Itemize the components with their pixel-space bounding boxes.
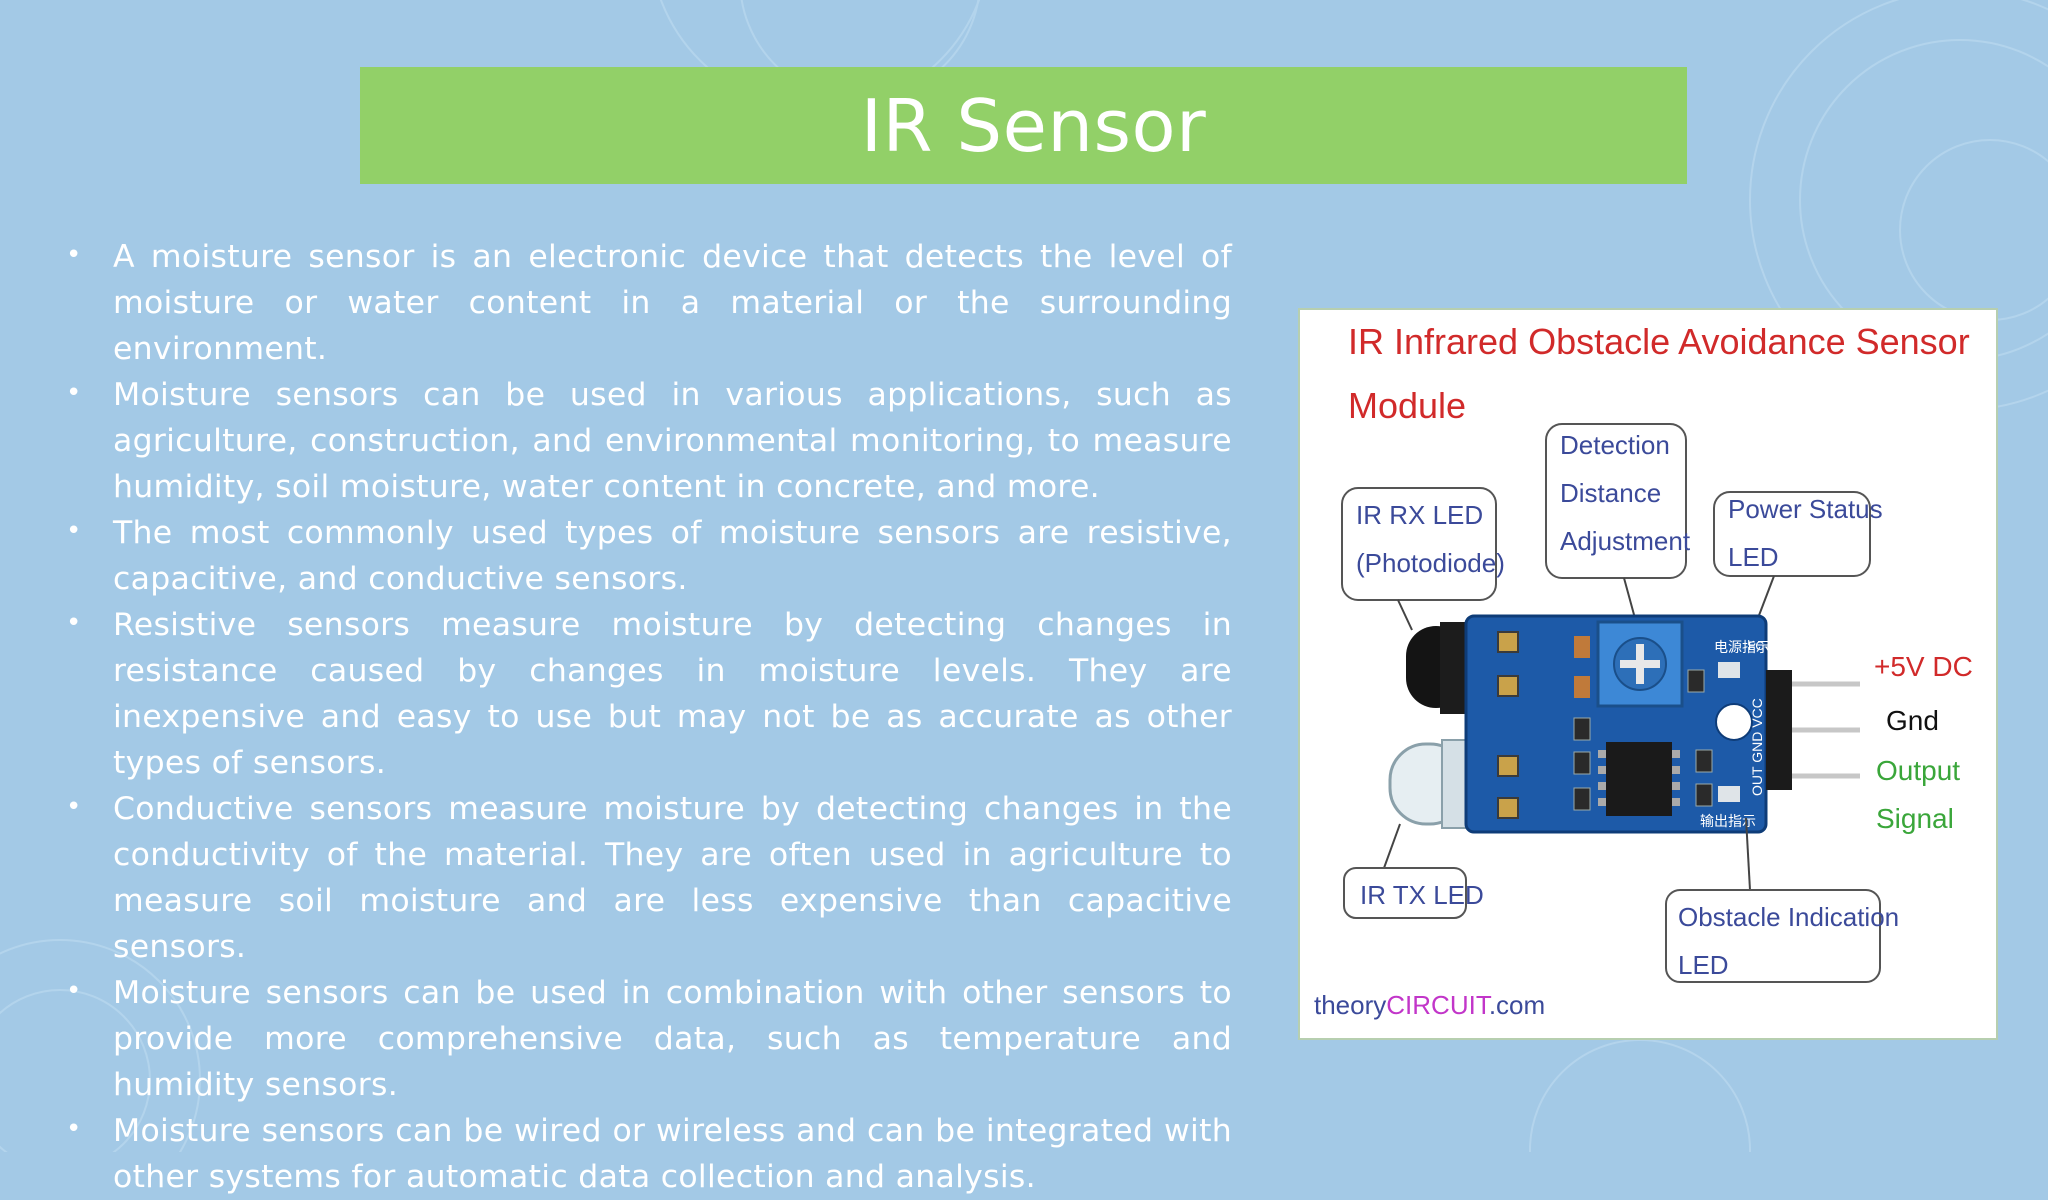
watermark-suffix: .com <box>1489 990 1545 1020</box>
callout-detection-line2: Distance <box>1560 478 1661 508</box>
bullet-item: • A moisture sensor is an electronic devi… <box>62 234 1232 372</box>
leader-line <box>1397 599 1413 631</box>
callout-box-obstacle <box>1665 889 1881 983</box>
callout-rx-led-line1: IR RX LED <box>1356 500 1483 530</box>
silk-top-chinese: 电源指示 <box>1714 639 1770 655</box>
callout-detection-line1: Detection <box>1560 430 1670 460</box>
pin-header <box>1766 670 1792 790</box>
silk-model: FC-51 <box>1748 639 1782 653</box>
callout-box-detection <box>1545 423 1687 579</box>
bullet-item: • Moisture sensors can be used in combina… <box>62 970 1232 1108</box>
bullet-text: The most commonly used types of moisture… <box>113 515 1232 597</box>
bullet-icon: • <box>66 240 82 270</box>
bullet-item: • Moisture sensors can be wired or wirele… <box>62 1108 1232 1200</box>
diagram-heading-line2: Module <box>1348 385 1466 426</box>
pin-gnd-label: Gnd <box>1886 705 1939 736</box>
pin-output-line1: Output <box>1876 755 1960 786</box>
bullet-icon: • <box>66 1114 82 1144</box>
bullet-text: Moisture sensors can be wired or wireles… <box>113 1113 1232 1195</box>
bullet-text: Moisture sensors can be used in various … <box>113 377 1232 505</box>
callout-detection-line3: Adjustment <box>1560 526 1691 556</box>
bullet-icon: • <box>66 378 82 408</box>
leader-line <box>1745 817 1751 891</box>
sensor-diagram-figure: IR Infrared Obstacle Avoidance Sensor Mo… <box>1298 308 1998 1040</box>
callout-tx-led: IR TX LED <box>1360 880 1484 910</box>
bullet-item: • Resistive sensors measure moisture by d… <box>62 602 1232 786</box>
leader-line <box>1757 575 1775 619</box>
callout-box-rx-led <box>1341 487 1497 601</box>
sensor-diagram: IR Infrared Obstacle Avoidance Sensor Mo… <box>1314 321 1973 1020</box>
bullet-item: • Moisture sensors can be used in various… <box>62 372 1232 510</box>
callout-obstacle-line1: Obstacle Indication <box>1678 902 1899 932</box>
bullet-text: Conductive sensors measure moisture by d… <box>113 791 1232 965</box>
bullet-text: A moisture sensor is an electronic devic… <box>113 239 1232 367</box>
callout-power-line1: Power Status <box>1728 494 1883 524</box>
slide-title: IR Sensor <box>860 83 1207 168</box>
watermark-prefix: theory <box>1314 990 1386 1020</box>
leader-line <box>1383 823 1401 869</box>
silk-pins: OUT GND VCC <box>1749 698 1765 796</box>
callout-box-tx-led <box>1343 867 1467 919</box>
bullet-icon: • <box>66 976 82 1006</box>
watermark-highlight: CIRCUIT <box>1386 990 1492 1020</box>
silk-bottom-chinese: 输出指示 <box>1700 813 1756 829</box>
diagram-heading-line1: IR Infrared Obstacle Avoidance Sensor <box>1348 321 1970 362</box>
title-bar: IR Sensor <box>360 67 1687 184</box>
pin-output-line2: Signal <box>1876 803 1954 834</box>
bullet-item: • The most commonly used types of moistur… <box>62 510 1232 602</box>
bullet-list: • A moisture sensor is an electronic devi… <box>62 234 1232 1200</box>
ic-chip <box>1606 742 1672 816</box>
sensor-board-illustration: 电源指示 FC-51 输出指示 OUT GND VCC <box>1388 614 1860 834</box>
watermark: theoryCIRCUIT.com <box>1314 990 1545 1020</box>
bullet-icon: • <box>66 516 82 546</box>
callout-power-line2: LED <box>1728 542 1779 572</box>
pin-vcc-label: +5V DC <box>1874 651 1973 682</box>
callout-rx-led-line2: (Photodiode) <box>1356 548 1505 578</box>
bullet-item: • Conductive sensors measure moisture by … <box>62 786 1232 970</box>
callout-obstacle-line2: LED <box>1678 950 1729 980</box>
bullet-icon: • <box>66 608 82 638</box>
bullet-text: Resistive sensors measure moisture by de… <box>113 607 1232 781</box>
bullet-text: Moisture sensors can be used in combinat… <box>113 975 1232 1103</box>
callout-box-power <box>1713 491 1871 577</box>
bullet-icon: • <box>66 792 82 822</box>
